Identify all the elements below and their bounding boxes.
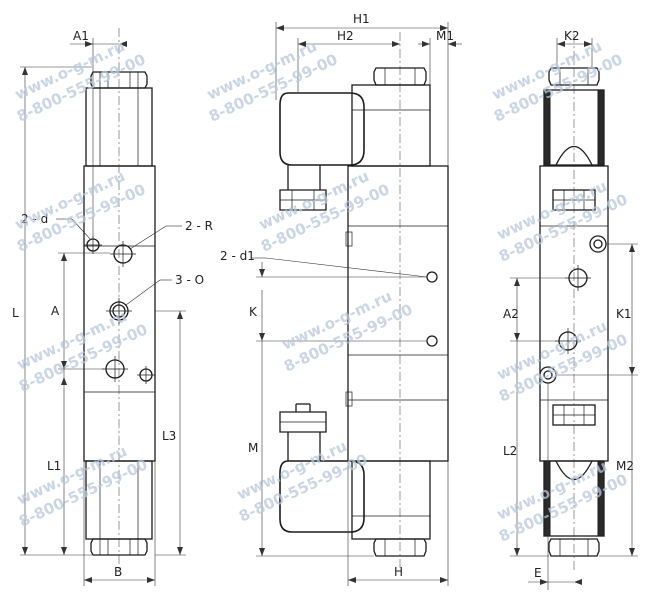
left-view: L A L1 L3 A1 B 2 - d 2 - R — [12, 28, 213, 586]
left-bottom-nut — [90, 538, 148, 556]
left-callout-R: 2 - R — [185, 219, 213, 233]
middle-top-connector — [279, 92, 365, 166]
right-bottom-nut — [548, 538, 600, 557]
right-dim-M2-label: M2 — [616, 459, 634, 473]
middle-top-gland — [279, 189, 327, 211]
middle-dim-M-label: M — [248, 441, 258, 455]
middle-mount-hole-top — [426, 271, 438, 283]
right-dim-E-label: E — [534, 566, 542, 580]
right-dim-A2-label: A2 — [503, 307, 519, 321]
right-mount-boss-top — [589, 235, 607, 253]
middle-dim-M1-label: M1 — [436, 29, 454, 43]
right-top-nut — [548, 67, 600, 86]
middle-callout-d1: 2 - d1 — [220, 249, 255, 263]
middle-dim-K-label: K — [249, 305, 258, 319]
middle-dim-H2-label: H2 — [337, 29, 354, 43]
left-dim-B-label: B — [114, 565, 122, 579]
left-dim-L3-label: L3 — [162, 429, 176, 443]
middle-mount-hole-bottom — [426, 335, 438, 347]
right-dim-K1-label: K1 — [616, 307, 632, 321]
middle-bottom-connector — [279, 460, 365, 533]
left-dim-L-label: L — [12, 306, 19, 320]
left-callout-O: 3 - O — [175, 273, 204, 287]
left-dim-L1-label: L1 — [47, 459, 61, 473]
middle-view: H1 H2 M1 K M H 2 - d1 — [220, 12, 462, 586]
middle-bottom-nut — [373, 538, 427, 557]
left-dim-A-label: A — [51, 304, 60, 318]
right-dim-K2-label: K2 — [564, 29, 580, 43]
middle-bottom-gland — [279, 411, 327, 433]
middle-dim-H1-label: H1 — [353, 12, 370, 26]
right-view: K2 A2 K1 L2 M2 E — [503, 29, 638, 590]
left-callout-d: 2 - d — [21, 212, 48, 226]
left-dim-A1-label: A1 — [73, 29, 89, 43]
watermark-layer: www.o-g-m.ru 8-800-555-99-00 www.o-g-m.r… — [12, 37, 630, 546]
right-dim-L2-label: L2 — [503, 444, 517, 458]
middle-dim-H-label: H — [394, 565, 403, 579]
